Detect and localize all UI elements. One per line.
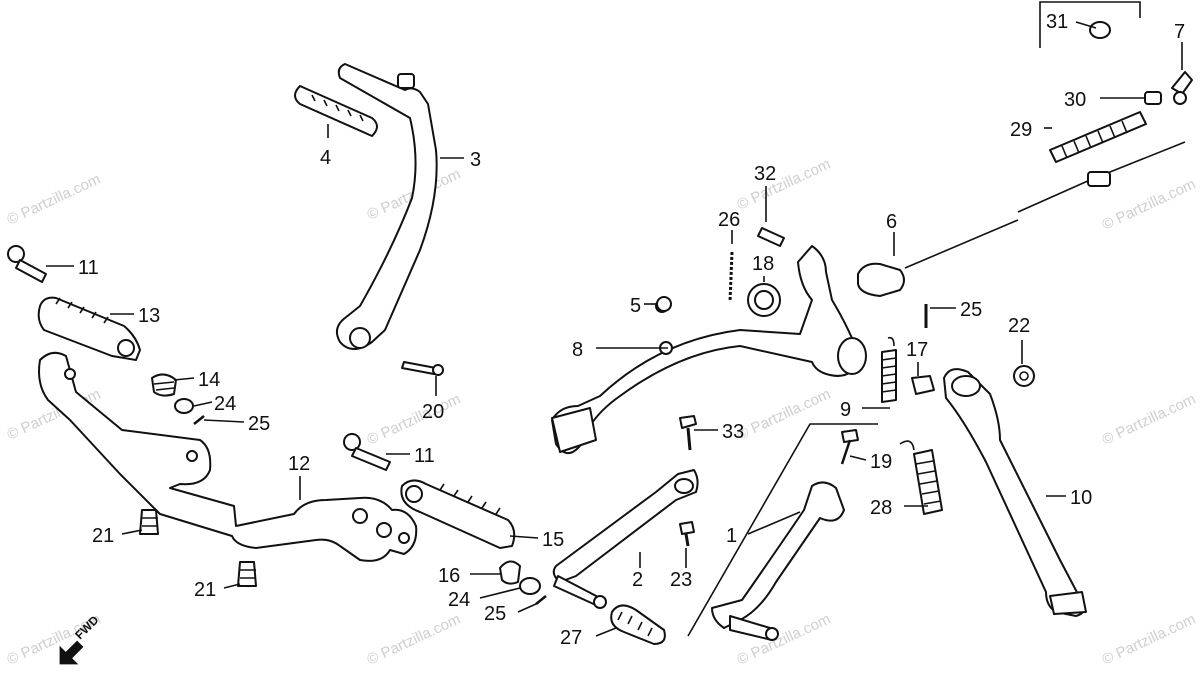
part-kick-starter-arm bbox=[335, 63, 438, 350]
callout-6: 6 bbox=[886, 211, 897, 233]
callout-28: 28 bbox=[870, 497, 892, 519]
part-bolt-17 bbox=[911, 375, 935, 395]
callout-12: 12 bbox=[288, 453, 310, 475]
watermark: © Partzilla.com bbox=[365, 611, 464, 669]
part-bolt-21-upper bbox=[139, 509, 159, 535]
part-bolt-33 bbox=[679, 415, 697, 451]
watermark: © Partzilla.com bbox=[1100, 611, 1199, 669]
part-bolt-32 bbox=[757, 227, 785, 247]
part-kick-rubber bbox=[294, 85, 378, 137]
callout-2: 2 bbox=[632, 569, 643, 591]
callout-16: 16 bbox=[438, 565, 460, 587]
watermark: © Partzilla.com bbox=[1100, 391, 1199, 449]
part-nut-5 bbox=[656, 296, 672, 312]
part-pin-26 bbox=[728, 251, 734, 303]
part-bolt-21-lower bbox=[237, 561, 257, 587]
callout-13: 13 bbox=[138, 305, 160, 327]
part-side-stand bbox=[943, 368, 1087, 617]
part-cable-collar bbox=[1144, 91, 1162, 105]
part-brake-rod bbox=[857, 141, 1186, 297]
part-bolt-19 bbox=[840, 429, 859, 465]
callout-23: 23 bbox=[670, 569, 692, 591]
callout-29: 29 bbox=[1010, 119, 1032, 141]
part-spring-28 bbox=[899, 440, 943, 515]
part-bolt-20 bbox=[401, 361, 444, 376]
part-spring-16 bbox=[499, 560, 521, 585]
part-footpeg-right bbox=[400, 479, 516, 549]
callout-17: 17 bbox=[906, 339, 928, 361]
watermark: © Partzilla.com bbox=[735, 156, 834, 214]
callout-10: 10 bbox=[1070, 487, 1092, 509]
callout-21-lower: 21 bbox=[194, 579, 216, 601]
part-shift-lever bbox=[687, 423, 878, 641]
callout-3: 3 bbox=[470, 149, 481, 171]
callout-21-upper: 21 bbox=[92, 525, 114, 547]
watermark: © Partzilla.com bbox=[735, 611, 834, 669]
callout-26: 26 bbox=[718, 209, 740, 231]
part-spring-29 bbox=[1049, 111, 1147, 163]
part-spring-14 bbox=[151, 373, 177, 397]
part-pin-11-center bbox=[343, 433, 391, 471]
part-footpeg-bar bbox=[38, 351, 418, 562]
callout-24-bottom: 24 bbox=[448, 589, 470, 611]
callout-19: 19 bbox=[870, 451, 892, 473]
callout-25-top: 25 bbox=[960, 299, 982, 321]
part-footpeg-left bbox=[37, 296, 141, 361]
callout-15: 15 bbox=[542, 529, 564, 551]
callout-4: 4 bbox=[320, 147, 331, 169]
part-change-pedal bbox=[552, 469, 699, 609]
callout-25-bottom: 25 bbox=[484, 603, 506, 625]
part-washer-18 bbox=[747, 283, 781, 317]
part-spring-9 bbox=[881, 336, 897, 403]
callout-27: 27 bbox=[560, 627, 582, 649]
callout-11-center: 11 bbox=[414, 445, 435, 467]
callout-20: 20 bbox=[422, 401, 444, 423]
part-washer-24 bbox=[519, 577, 541, 595]
callout-1: 1 bbox=[726, 525, 737, 547]
callout-labels: 31 7 30 29 4 3 32 26 6 18 11 13 5 25 8 2… bbox=[78, 11, 1185, 649]
part-cable-end bbox=[1171, 71, 1193, 105]
callout-24-left: 24 bbox=[214, 393, 236, 415]
part-washer-24-left bbox=[174, 398, 194, 414]
callout-33: 33 bbox=[722, 421, 744, 443]
part-brake-pedal bbox=[551, 245, 867, 455]
callout-31: 31 bbox=[1046, 11, 1068, 33]
callout-22: 22 bbox=[1008, 315, 1030, 337]
part-cotter-25-left bbox=[193, 415, 205, 425]
callout-14: 14 bbox=[198, 369, 220, 391]
callout-8: 8 bbox=[572, 339, 583, 361]
watermark: © Partzilla.com bbox=[365, 391, 464, 449]
part-cable-clip-box bbox=[1039, 1, 1141, 48]
callout-5: 5 bbox=[630, 295, 641, 317]
watermark: © Partzilla.com bbox=[735, 386, 834, 444]
part-bolt-23 bbox=[679, 521, 695, 547]
leader-lines bbox=[46, 21, 1183, 637]
watermark: © Partzilla.com bbox=[1100, 176, 1199, 234]
part-pedal-rubber bbox=[610, 604, 666, 645]
callout-25-left: 25 bbox=[248, 413, 270, 435]
callout-18: 18 bbox=[752, 253, 774, 275]
part-cotter-25 bbox=[535, 595, 547, 605]
watermark: © Partzilla.com bbox=[5, 171, 104, 229]
callout-11-left: 11 bbox=[78, 257, 99, 279]
callout-32: 32 bbox=[754, 163, 776, 185]
callout-30: 30 bbox=[1064, 89, 1086, 111]
part-pin-11-left bbox=[7, 245, 47, 283]
callout-9: 9 bbox=[840, 399, 851, 421]
part-nut-22 bbox=[1013, 365, 1035, 387]
callout-7: 7 bbox=[1174, 21, 1185, 43]
